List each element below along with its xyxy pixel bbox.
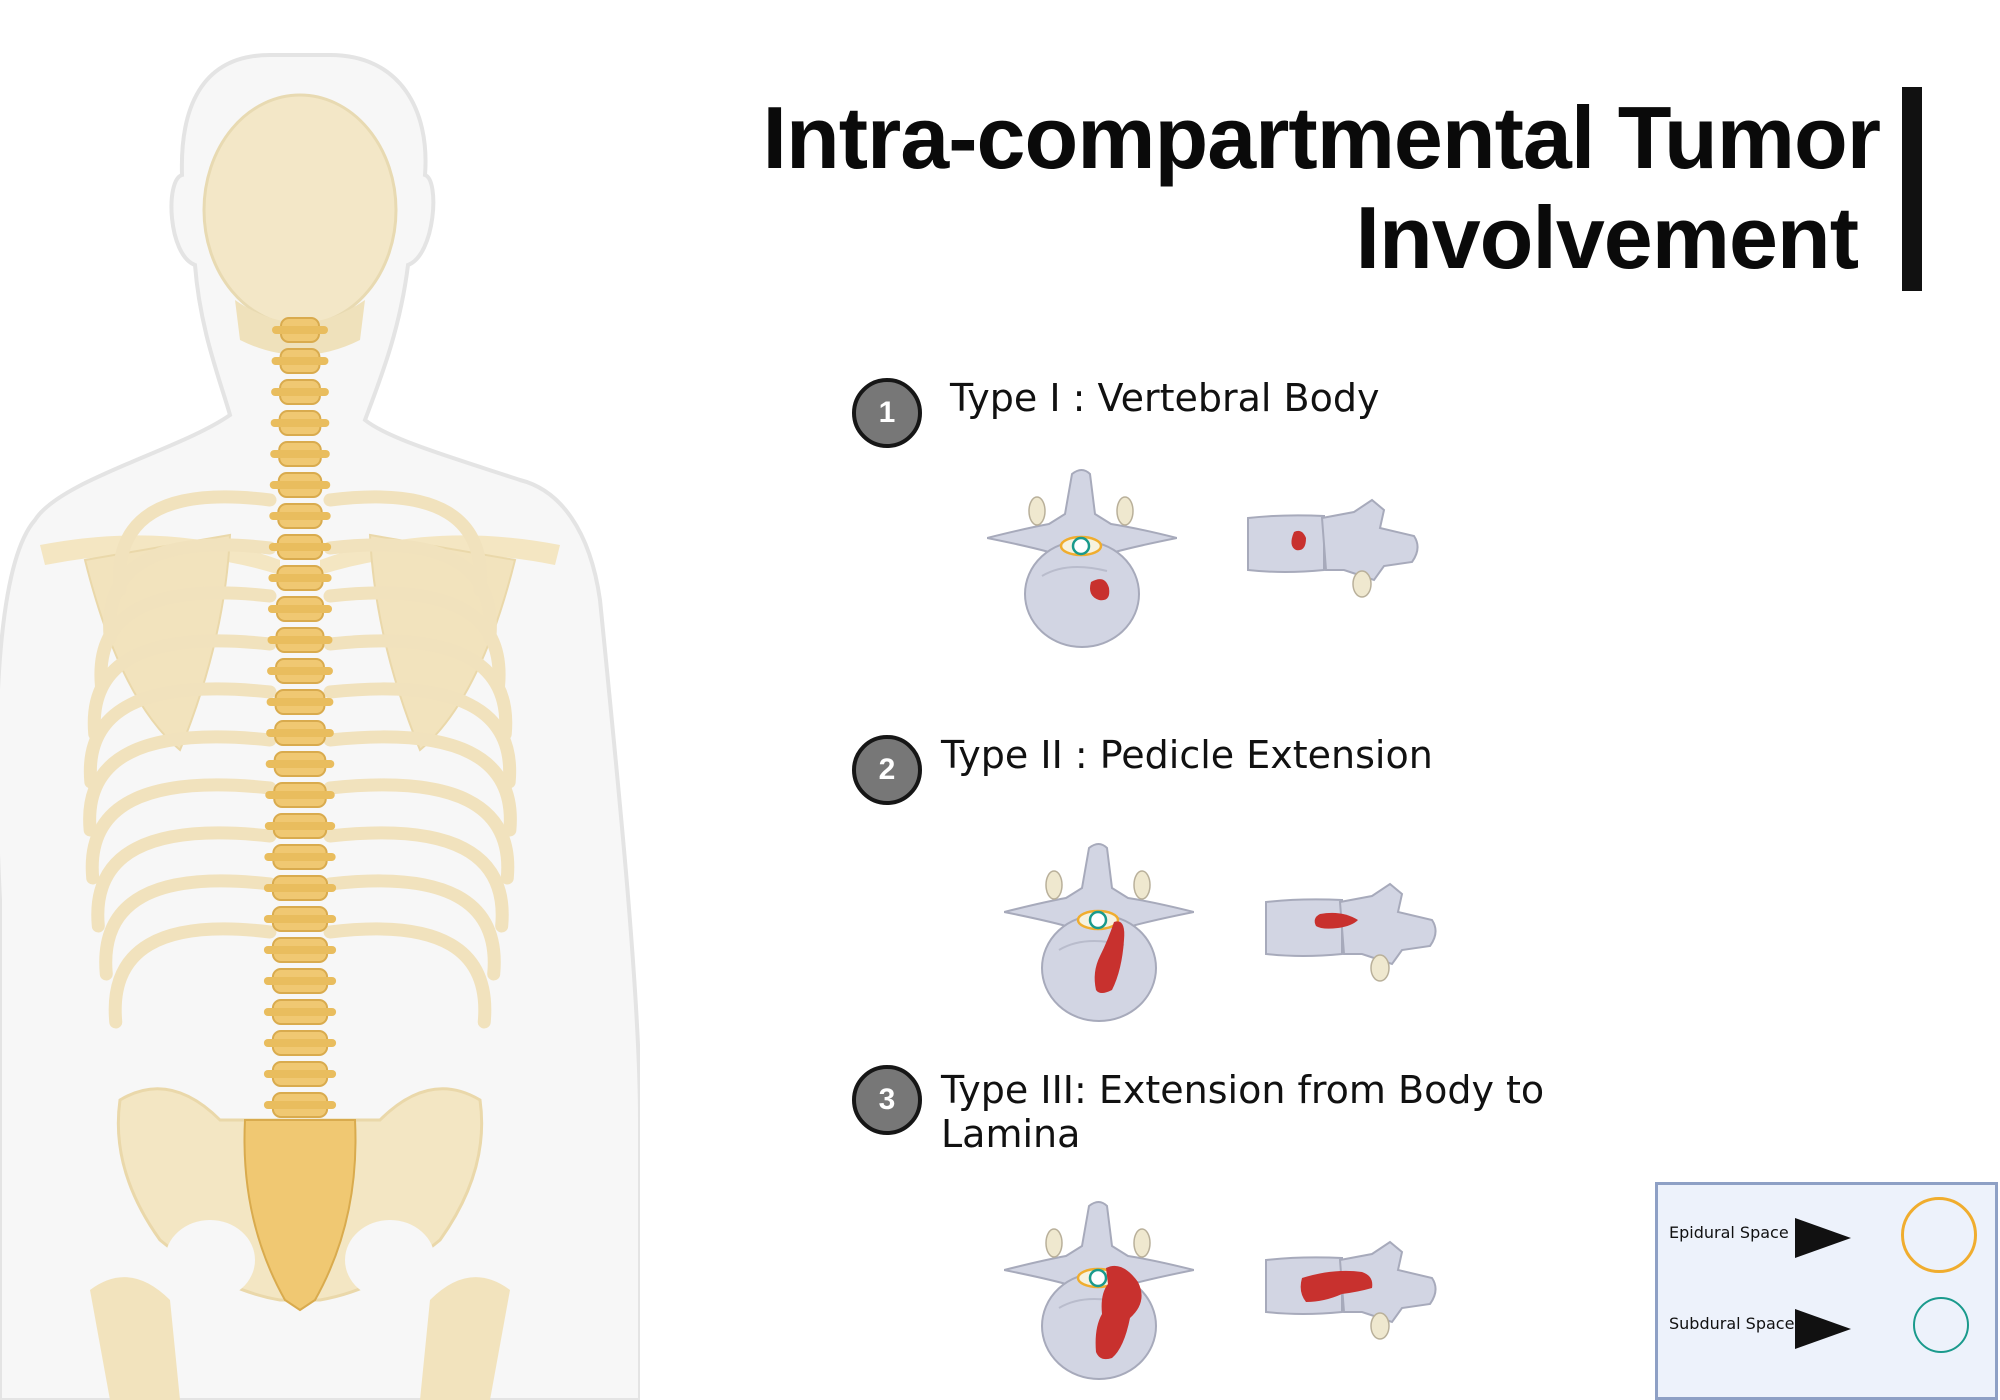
arrow-right-icon <box>1795 1309 1851 1349</box>
vertebra-process <box>269 481 331 489</box>
vertebra-process <box>265 760 335 768</box>
rib <box>323 826 509 933</box>
rib <box>91 826 277 933</box>
rib <box>112 490 277 597</box>
vertebra-process <box>263 946 337 954</box>
type-1-axial-vertebra <box>987 469 1177 648</box>
vertebra-process <box>263 915 337 923</box>
vertebra-process <box>263 977 337 985</box>
arrow-right-icon <box>1795 1218 1851 1258</box>
vertebra-process <box>263 884 337 892</box>
rib <box>94 586 277 693</box>
rib <box>323 538 497 645</box>
type-3-axial-vertebra <box>1004 1201 1194 1380</box>
vertebra-process <box>264 853 336 861</box>
vertebra-process <box>263 1101 337 1109</box>
rib <box>108 922 277 1029</box>
rib <box>83 730 277 837</box>
rib <box>323 490 488 597</box>
type-2-axial-vertebra <box>1004 843 1194 1022</box>
vertebra-process <box>265 791 335 799</box>
vertebra-process <box>271 388 329 396</box>
type-2-badge: 2 <box>852 735 922 805</box>
vertebra-process <box>264 822 336 830</box>
skeleton-illustration <box>0 53 640 1400</box>
title-line-2: Involvement <box>1355 188 1859 287</box>
subdural-space-circle <box>1913 1297 1969 1353</box>
vertebra-process <box>271 357 329 365</box>
type-1-sagittal-vertebra <box>1247 498 1419 598</box>
vertebra-process <box>268 574 332 582</box>
title-line-1: Intra-compartmental Tumor <box>762 88 1882 187</box>
rib <box>87 634 277 741</box>
epidural-space-circle <box>1901 1197 1977 1273</box>
legend-subdural-label: Subdural Space <box>1669 1314 1795 1333</box>
type-3-label: Type III: Extension from Body to Lamina <box>941 1068 1545 1156</box>
rib <box>323 730 517 837</box>
vertebra-process <box>267 636 333 644</box>
type-3-sagittal-vertebra <box>1265 1240 1437 1340</box>
vertebra-process <box>267 667 333 675</box>
vertebra-process <box>263 1039 337 1047</box>
vertebra-process <box>270 419 330 427</box>
rib <box>323 586 506 693</box>
vertebra-process <box>272 326 328 334</box>
vertebra-process <box>269 512 331 520</box>
legend-epidural-label: Epidural Space <box>1669 1223 1789 1242</box>
vertebra-process <box>268 543 332 551</box>
vertebra-process <box>263 1008 337 1016</box>
rib <box>323 634 513 741</box>
vertebra-process <box>263 1070 337 1078</box>
type-3-badge: 3 <box>852 1065 922 1135</box>
type-2-label: Type II : Pedicle Extension <box>941 733 1433 777</box>
type-1-label: Type I : Vertebral Body <box>950 376 1380 420</box>
rib <box>99 874 277 981</box>
rib <box>323 922 492 1029</box>
rib <box>103 538 277 645</box>
type-2-sagittal-vertebra <box>1265 882 1437 982</box>
rib <box>323 778 515 885</box>
vertebra-process <box>267 605 333 613</box>
page-title: Intra-compartmental Tumor Involvement <box>760 88 1882 288</box>
legend: Epidural Space Subdural Space <box>1655 1182 1998 1400</box>
rib <box>323 874 501 981</box>
title-accent-bar <box>1902 87 1922 291</box>
vertebra-process <box>266 729 334 737</box>
rib <box>323 682 517 789</box>
type-1-badge: 1 <box>852 378 922 448</box>
vertebra-process <box>270 450 330 458</box>
rib <box>85 778 277 885</box>
vertebra-process <box>266 698 334 706</box>
rib <box>83 682 277 789</box>
